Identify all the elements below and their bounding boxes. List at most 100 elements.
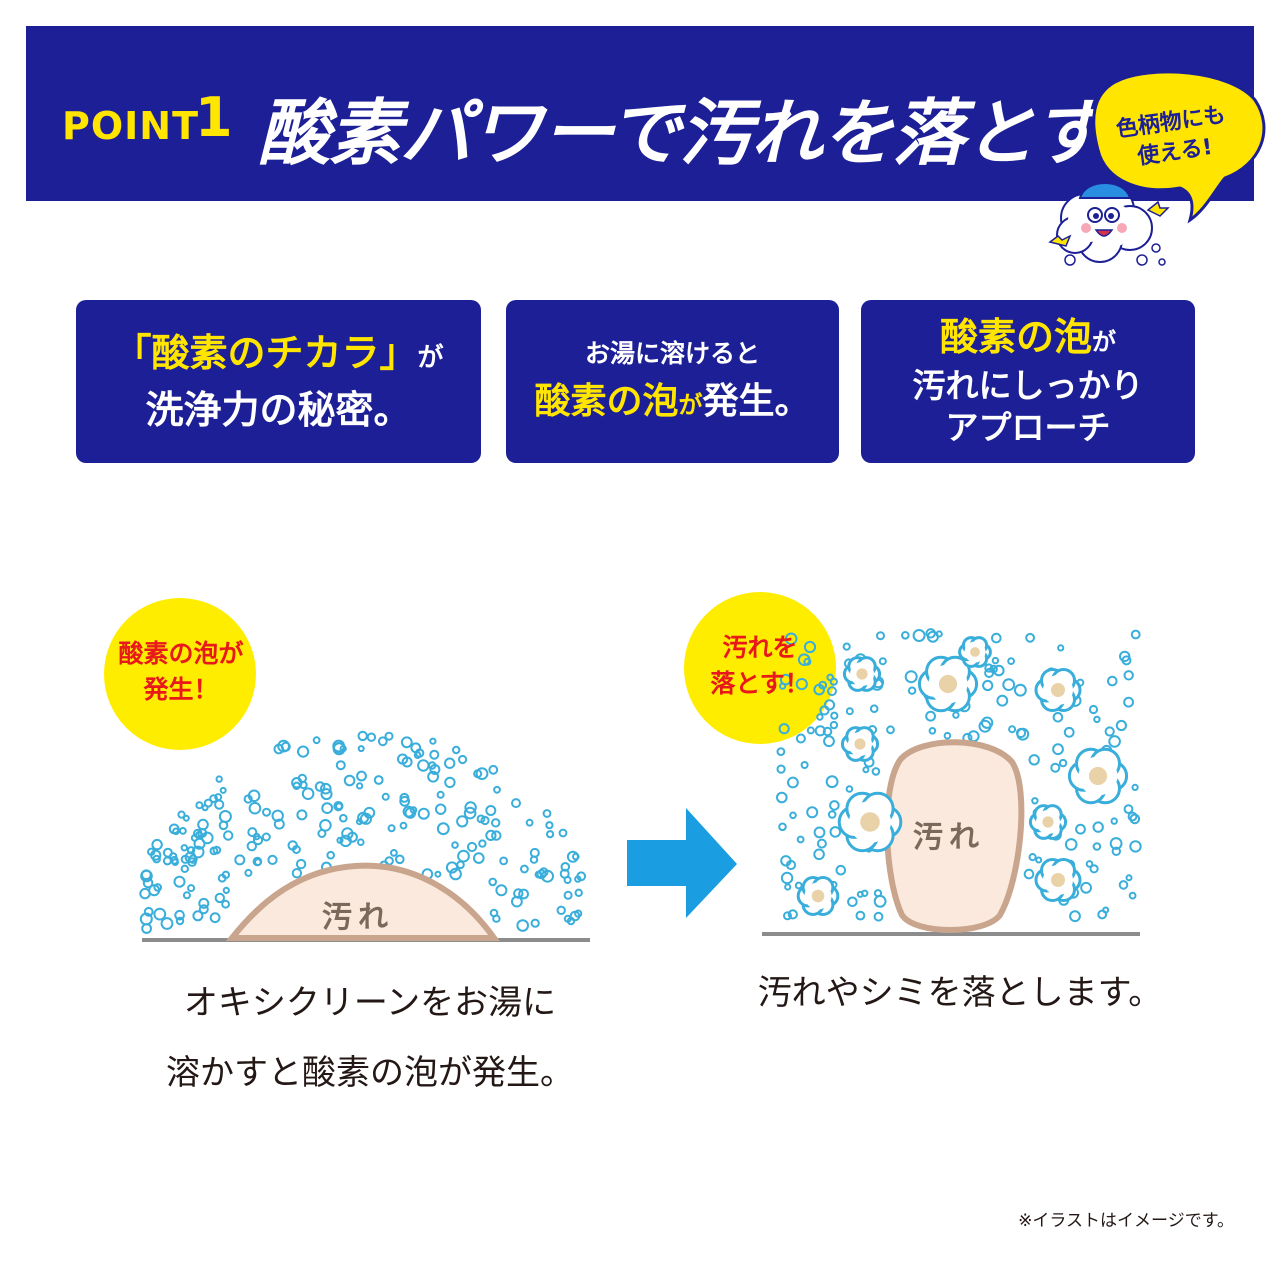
bubble [451,841,459,849]
bubble [873,911,884,922]
bubble [1089,864,1099,874]
bubble [1093,715,1101,724]
bubble [829,720,839,730]
bubble [160,917,174,930]
bubble [488,877,498,887]
bubble [449,867,462,881]
foam-puff [1034,858,1082,902]
bubble [546,830,555,839]
bubble [1050,762,1061,773]
bubble [1118,880,1129,890]
bubble [952,711,960,719]
bubble [1092,842,1102,851]
card-2-suffix: 発生。 [702,381,811,422]
bubble [355,818,363,826]
bubble [574,909,583,918]
bubble [429,749,440,760]
bubble [356,770,367,782]
bubble [873,894,887,908]
bubble [1110,817,1118,825]
bubble [203,798,213,808]
bubble [1115,719,1128,732]
bubble [493,785,501,794]
bubble [356,782,364,790]
bubble [1063,726,1075,738]
bubble [162,856,172,866]
bubble [335,760,346,771]
bubble [816,838,827,849]
bubble [271,809,284,822]
left-bubble-field [139,730,587,934]
bubble [856,890,864,898]
bubble [1069,910,1081,923]
bubble [177,810,186,819]
bubble [139,887,151,900]
bubble [243,794,253,804]
bubble [1131,783,1139,792]
bubble [171,858,179,867]
bubble [217,873,227,883]
bubble [209,912,221,924]
bubble [485,829,497,842]
bubble [357,745,365,753]
bubble [1127,811,1138,822]
bubble [1075,823,1086,835]
bubble [301,787,315,801]
bubble [336,836,344,844]
bubble [862,766,870,774]
bubble [1058,758,1068,768]
bubble [783,911,792,921]
bubble [153,907,167,921]
bubble [254,858,262,866]
bubble [143,906,154,917]
left-caption-line-2: 溶かすと酸素の泡が発生。 [166,1053,574,1093]
bubble [214,892,226,904]
left-caption-line-1: オキシクリーンをお湯に [183,983,557,1023]
bubble [452,745,461,755]
bubble [943,731,952,740]
bubble [399,821,408,830]
bubble [436,822,450,836]
bubble [209,794,219,803]
bubble [536,869,547,880]
bubble [829,826,842,838]
left-dirt-mound [225,862,500,941]
bubble [464,801,477,814]
bubble [417,759,430,772]
bubble [813,848,825,861]
bubble [778,822,787,832]
bubble [463,806,477,820]
bubble [904,670,918,684]
bubble [175,916,185,926]
bubble [435,803,447,815]
bubble [1123,804,1134,814]
headline: 酸素パワーで汚れを落とす!! [258,91,1168,175]
bubble [1031,797,1039,805]
bubble [935,630,943,638]
bubble [1052,712,1064,723]
bubble [475,767,489,780]
bubble [410,742,422,754]
bubble [787,909,798,920]
bubble [384,731,394,741]
bubble [530,918,540,928]
bubble [785,859,797,871]
bubble [473,769,483,779]
bubble [984,663,994,673]
bubble [476,814,486,824]
bubble [819,705,830,716]
bubble [842,642,851,651]
bubble [993,664,1005,677]
bubble [1104,726,1115,737]
bubble [1028,853,1037,862]
arrow-right-icon [627,808,737,918]
bubble [776,764,786,774]
bubble [566,850,579,863]
bubble [219,786,227,794]
bubble [816,713,824,721]
right-caption: 汚れやシミを落とします。 [700,958,1220,1028]
bubble [187,884,196,893]
bubble [806,806,819,819]
bubble [491,830,502,841]
bubble [1025,632,1035,643]
